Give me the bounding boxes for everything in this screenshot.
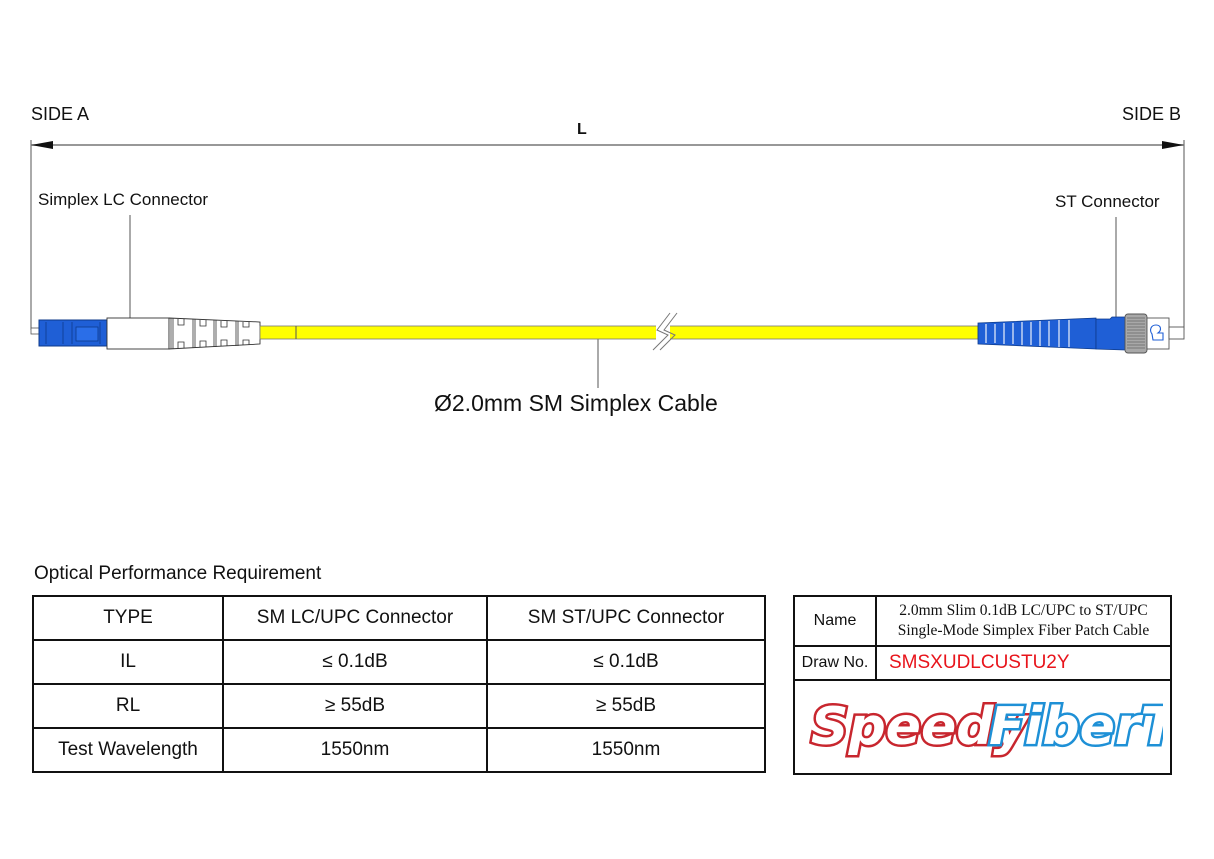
st-connector-callout: ST Connector [1055, 192, 1160, 211]
side-b-label: SIDE B [1122, 104, 1182, 124]
product-name-line-2: Single-Mode Simplex Fiber Patch Cable [897, 622, 1150, 639]
table-header-row: TYPE SM LC/UPC Connector SM ST/UPC Conne… [32, 595, 766, 641]
arrow-left-icon [31, 141, 53, 149]
st-connector [977, 313, 1185, 354]
cell-rl-lc: ≥ 55dB [222, 683, 488, 729]
arrow-right-icon [1162, 141, 1184, 149]
logo-fibertx-fill: FiberTX [989, 697, 1163, 757]
side-a-label: SIDE A [31, 104, 90, 124]
lc-connector-callout: Simplex LC Connector [38, 190, 209, 209]
cell-rl-st: ≥ 55dB [486, 683, 766, 729]
cell-il-lc: ≤ 0.1dB [222, 639, 488, 685]
cell-wavelength-st: 1550nm [486, 727, 766, 773]
row-label-il: IL [32, 639, 224, 685]
cell-il-st: ≤ 0.1dB [486, 639, 766, 685]
header-type: TYPE [32, 595, 224, 641]
table-row: Test Wavelength 1550nm 1550nm [32, 727, 766, 773]
cable-drawing [30, 140, 1185, 388]
row-label-rl: RL [32, 683, 224, 729]
logo-speedy-fill: Speedy [811, 697, 1029, 757]
lc-connector [30, 317, 261, 350]
st-key-icon [1150, 324, 1164, 341]
performance-title: Optical Performance Requirement [34, 563, 322, 584]
table-row: IL ≤ 0.1dB ≤ 0.1dB [32, 639, 766, 685]
cell-wavelength-lc: 1550nm [222, 727, 488, 773]
cable-break-icon [652, 312, 671, 351]
brand-logo: Speedy Speedy FiberTX FiberTX [793, 679, 1214, 775]
draw-no-label: Draw No. [793, 645, 877, 681]
logo-speedy-outline: Speedy [811, 697, 1029, 757]
header-st: SM ST/UPC Connector [486, 595, 766, 641]
product-name-line-1: 2.0mm Slim 0.1dB LC/UPC to ST/UPC [899, 602, 1148, 619]
length-label: L [577, 121, 587, 138]
header-lc: SM LC/UPC Connector [222, 595, 488, 641]
table-row: RL ≥ 55dB ≥ 55dB [32, 683, 766, 729]
title-block: Name 2.0mm Slim 0.1dB LC/UPC to ST/UPC S… [793, 595, 1214, 775]
name-label: Name [793, 595, 877, 647]
draw-no-value: SMSXUDLCUSTU2Y [875, 645, 1172, 681]
yellow-cable [259, 312, 979, 351]
product-name: 2.0mm Slim 0.1dB LC/UPC to ST/UPC Single… [875, 595, 1172, 647]
row-label-wavelength: Test Wavelength [32, 727, 224, 773]
speedyfibertx-logo: Speedy Speedy FiberTX FiberTX [808, 694, 1214, 759]
cable-callout: Ø2.0mm SM Simplex Cable [434, 390, 718, 416]
performance-table: TYPE SM LC/UPC Connector SM ST/UPC Conne… [32, 595, 766, 773]
